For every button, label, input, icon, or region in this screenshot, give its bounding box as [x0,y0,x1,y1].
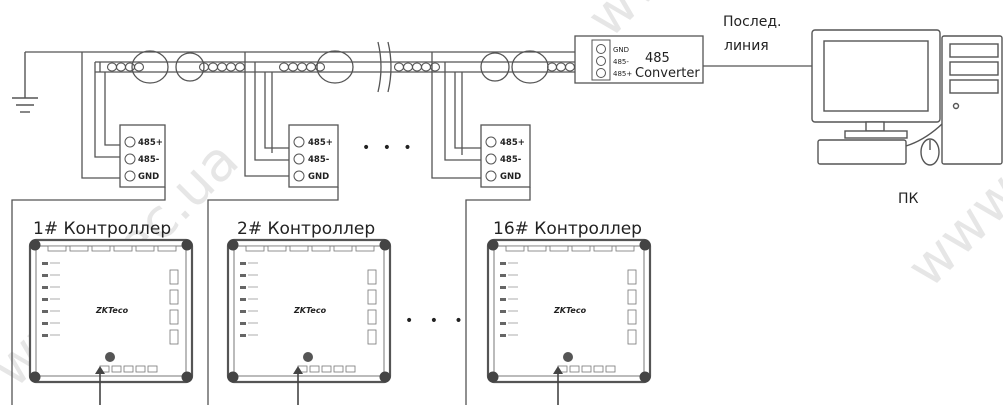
twist-mark [411,62,423,72]
twist-mark [296,62,308,72]
terminal-label: 485- [138,155,160,165]
drop-wires [81,52,485,179]
twist-mark [287,62,299,72]
twist-mark [278,62,290,72]
zkteco-logo: ZKTeco [95,306,129,315]
terminal-label: 485- [308,155,330,165]
twist-mark [555,62,567,72]
ground-icon [12,52,38,113]
controller-label-16: 16# Контроллер [493,219,642,239]
terminal-label: GND [308,172,329,182]
controller-board-1: ZKTeco [28,238,194,405]
twist-mark [124,62,136,72]
pc-icon [811,29,1003,166]
controller-feed-wires [11,187,531,405]
controller-board-3: ZKTeco [486,238,652,405]
terminal-label: GND [500,172,521,182]
terminal-label: 485+ [500,138,525,148]
controller-label-1: 1# Контроллер [33,219,171,239]
converter-subtitle: Converter [635,66,700,81]
twist-mark [207,62,219,72]
terminal-label: 485+ [138,138,163,148]
terminal-label: 485- [500,155,522,165]
converter-485: GND 485- 485+ 485 Converter [574,35,704,84]
terminal-label: 485+ [308,138,333,148]
terminal-label: GND [138,172,159,182]
terminal-block-1: 485+ 485- GND [119,124,166,188]
controller-label-2: 2# Контроллер [237,219,375,239]
twist-mark [115,62,127,72]
twist-mark [133,62,145,72]
twist-mark [234,62,246,72]
twist-mark [314,62,326,72]
converter-title: 485 [645,51,670,66]
ellipsis-bottom: • • • [405,313,469,329]
controller-board-2: ZKTeco [226,238,392,405]
twist-mark [106,62,118,72]
rs485-bus [25,41,575,93]
twist-mark [564,62,576,72]
terminal-block-2: 485+ 485- GND [288,124,339,188]
converter-terminal-label: GND [613,46,629,54]
twist-mark [546,62,558,72]
zkteco-logo: ZKTeco [553,306,587,315]
zkteco-logo: ZKTeco [293,306,327,315]
pc-label: ПК [898,191,919,207]
twist-mark [305,62,317,72]
ellipsis-top: • • • [362,140,416,156]
twist-mark [420,62,432,72]
twisted-pair-marks [106,62,576,72]
serial-line-label-2: линия [724,38,769,54]
converter-terminal-label: 485- [613,58,629,66]
twist-mark [216,62,228,72]
twist-mark [393,62,405,72]
twist-mark [429,62,441,72]
converter-terminal-label: 485+ [613,70,632,78]
twist-mark [402,62,414,72]
terminal-block-3: 485+ 485- GND [480,124,531,188]
serial-line-label-1: Послед. [723,14,781,30]
twist-mark [225,62,237,72]
